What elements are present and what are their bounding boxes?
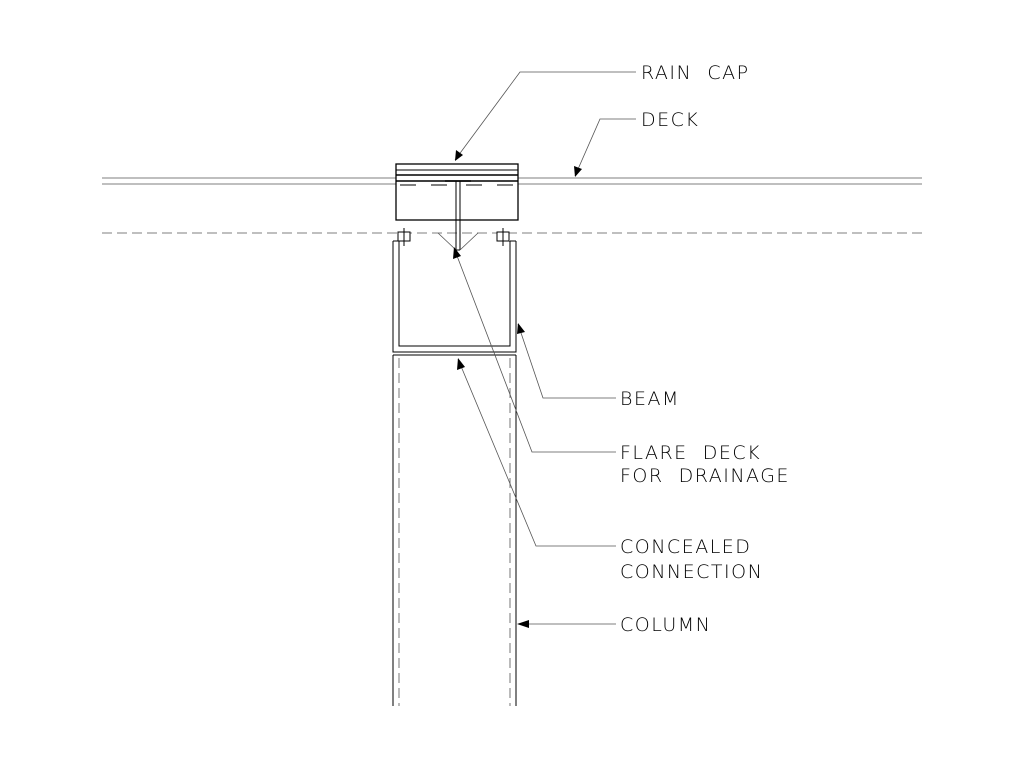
label-concealed-line2: CONNECTION [620, 561, 763, 583]
leader-concealed [457, 358, 616, 547]
label-column: COLUMN [620, 614, 711, 636]
bolts [397, 228, 510, 246]
label-rain-cap: RAIN CAP [641, 62, 750, 84]
leader-column [517, 620, 616, 628]
rain-cap [395, 163, 519, 251]
label-flare-deck-line2: FOR DRAINAGE [620, 465, 790, 487]
leader-flare-deck [453, 247, 616, 453]
label-concealed-line1: CONCEALED [620, 536, 751, 558]
leader-deck [574, 118, 636, 177]
label-beam: BEAM [620, 388, 680, 410]
leader-rain-cap [454, 71, 636, 161]
label-deck: DECK [641, 109, 699, 131]
leader-beam [517, 323, 616, 399]
beam [392, 240, 517, 356]
label-flare-deck-line1: FLARE DECK [620, 442, 761, 464]
column [392, 355, 517, 706]
